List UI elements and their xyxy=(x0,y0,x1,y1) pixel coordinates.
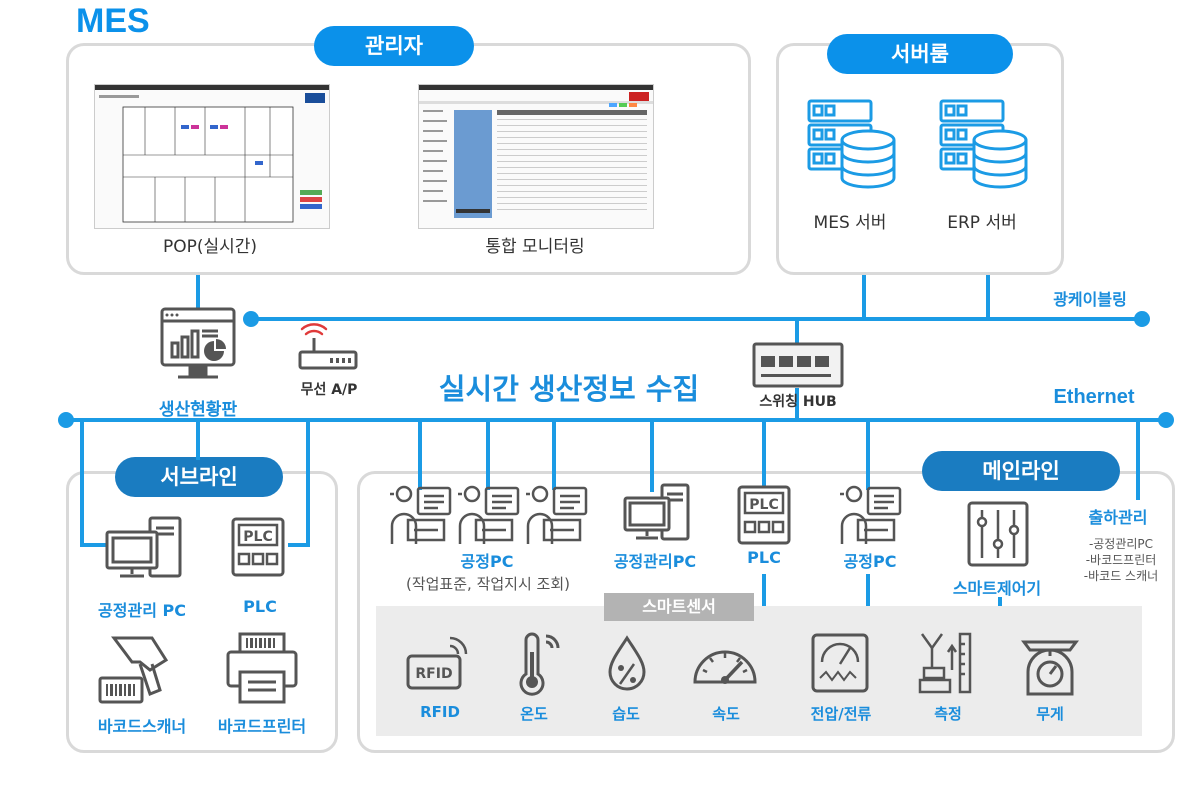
fiber-connector-manager xyxy=(196,275,200,308)
main-plc-icon-text: PLC xyxy=(749,497,778,513)
sensor-humidity-label: 습도 xyxy=(612,705,640,723)
pop-label: POP(실시간) xyxy=(162,237,258,257)
subline-badge: 서브라인 xyxy=(115,457,283,497)
rfid-icon-text: RFID xyxy=(415,666,452,682)
monitoring-screen-thumbnail xyxy=(418,84,654,229)
monitoring-label: 통합 모니터링 xyxy=(485,237,585,257)
main-plc-label: PLC xyxy=(747,548,781,567)
sensor-rfid-label: RFID xyxy=(420,703,460,721)
subline-drop-2 xyxy=(196,420,200,460)
main-drop-mgmt xyxy=(650,420,654,492)
measurement-icon xyxy=(918,630,976,696)
process-pc-label: 공정PC xyxy=(460,552,514,571)
sub-plc-icon: PLC xyxy=(230,516,286,578)
main-drop-pc1 xyxy=(418,420,422,490)
voltmeter-icon xyxy=(810,632,870,694)
ethernet-endpoint-left xyxy=(58,412,74,428)
smart-controller-label: 스마트제어기 xyxy=(952,579,1042,598)
subline-drop-3 xyxy=(306,420,310,545)
fiber-connector-erp xyxy=(986,275,990,319)
process-pc-icon-1 xyxy=(388,484,454,546)
process-mgmt-pc-icon xyxy=(104,514,184,580)
wireless-ap-icon xyxy=(296,320,360,376)
controller-to-sensor-line xyxy=(998,597,1002,609)
sensor-voltage-label: 전압/전류 xyxy=(810,705,872,723)
ethernet-line xyxy=(66,418,1166,422)
switch-hub-icon xyxy=(752,342,844,388)
process-pc-icon-4 xyxy=(838,484,904,546)
sub-plc-icon-text: PLC xyxy=(243,529,272,545)
sensor-speed-label: 속도 xyxy=(712,705,740,723)
barcode-printer-label: 바코드프린터 xyxy=(217,717,307,736)
fiber-label: 광케이블링 xyxy=(1053,290,1127,309)
smart-controller-icon xyxy=(966,500,1030,568)
main-drop-pc3 xyxy=(552,420,556,490)
barcode-scanner-icon xyxy=(96,634,176,706)
fiber-endpoint-left xyxy=(243,311,259,327)
switch-hub-label: 스위칭 HUB xyxy=(759,394,837,410)
speedometer-icon xyxy=(690,640,760,688)
rfid-icon: RFID xyxy=(404,634,470,694)
wireless-ap-label: 무선 A/P xyxy=(300,382,358,398)
barcode-printer-icon xyxy=(224,630,300,706)
dashboard-icon xyxy=(158,305,238,387)
subline-drop-3h xyxy=(288,543,310,547)
main-process-mgmt-pc-label: 공정관리PC xyxy=(613,552,697,571)
pop-screen-thumbnail xyxy=(94,84,330,229)
shipping-item-3: -바코드 스캐너 xyxy=(1083,569,1159,583)
barcode-scanner-label: 바코드스캐너 xyxy=(97,717,187,736)
center-title: 실시간 생산정보 수집 xyxy=(438,372,700,406)
mes-server-label: MES 서버 xyxy=(813,213,887,233)
shipping-item-2: -바코드프린터 xyxy=(1085,553,1157,567)
sensor-temperature-label: 온도 xyxy=(520,705,548,723)
main-plc-icon: PLC xyxy=(736,484,792,546)
humidity-icon xyxy=(604,634,650,694)
sensor-measure-label: 측정 xyxy=(934,705,962,723)
mes-title: MES xyxy=(76,2,150,40)
fiber-endpoint-right xyxy=(1134,311,1150,327)
fiber-line xyxy=(250,317,1142,321)
shipping-item-1: -공정관리PC xyxy=(1088,537,1154,551)
subline-drop-1 xyxy=(80,420,84,545)
main-process-mgmt-pc-icon xyxy=(622,482,692,542)
plc-to-sensor-line xyxy=(762,574,766,606)
process-pc2-label: 공정PC xyxy=(843,552,897,571)
process-pc-icon-2 xyxy=(456,484,522,546)
main-drop-shipping xyxy=(1136,420,1140,500)
shipping-label: 출하관리 xyxy=(1088,508,1148,527)
main-drop-plc xyxy=(762,420,766,486)
sub-plc-label: PLC xyxy=(243,597,277,616)
mes-server-icon xyxy=(806,98,902,194)
thermometer-icon xyxy=(514,632,564,696)
erp-server-label: ERP 서버 xyxy=(947,213,1017,233)
manager-badge: 관리자 xyxy=(314,26,474,66)
smart-sensor-area xyxy=(376,606,1142,736)
process-pc-desc: (작업표준, 작업지시 조회) xyxy=(405,575,570,593)
sensor-weight-label: 무게 xyxy=(1036,705,1064,723)
switch-downlink xyxy=(795,388,799,419)
pc4-to-sensor-line xyxy=(866,574,870,606)
process-pc-icon-3 xyxy=(524,484,590,546)
ethernet-label: Ethernet xyxy=(1053,386,1135,408)
fiber-connector-mes xyxy=(862,275,866,319)
main-drop-pc4 xyxy=(866,420,870,490)
server-room-badge: 서버룸 xyxy=(827,34,1013,74)
weight-scale-icon xyxy=(1018,632,1082,696)
smart-sensor-badge: 스마트센서 xyxy=(604,593,754,621)
switch-uplink xyxy=(795,321,799,343)
sub-process-mgmt-pc-label: 공정관리 PC xyxy=(98,601,186,620)
subline-drop-1h xyxy=(80,543,110,547)
dashboard-label: 생산현황판 xyxy=(158,400,238,420)
subline-panel xyxy=(66,471,338,753)
erp-server-icon xyxy=(938,98,1034,194)
main-drop-pc2 xyxy=(486,420,490,490)
ethernet-endpoint-right xyxy=(1158,412,1174,428)
mainline-badge: 메인라인 xyxy=(922,451,1120,491)
